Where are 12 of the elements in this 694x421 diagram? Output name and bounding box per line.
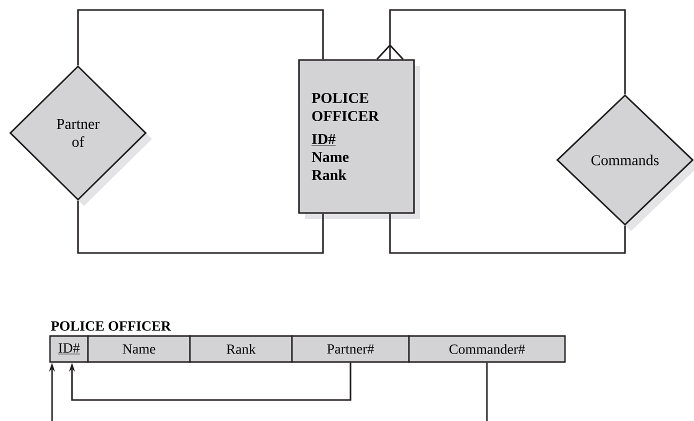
table-title: POLICE OFFICER bbox=[51, 321, 172, 331]
connector-line bbox=[376, 9, 626, 95]
connector-line bbox=[389, 214, 626, 254]
connector-line bbox=[68, 362, 352, 401]
table-cell: ID# bbox=[49, 335, 89, 363]
table-cell: Partner# bbox=[291, 335, 410, 363]
connector-line bbox=[77, 9, 324, 66]
table-cell: Commander# bbox=[408, 335, 566, 363]
entity-box: POLICE OFFICER ID# Name Rank bbox=[298, 59, 420, 219]
connector-line bbox=[77, 200, 324, 254]
table-cell: Rank bbox=[189, 335, 293, 363]
connector-line bbox=[486, 362, 488, 421]
